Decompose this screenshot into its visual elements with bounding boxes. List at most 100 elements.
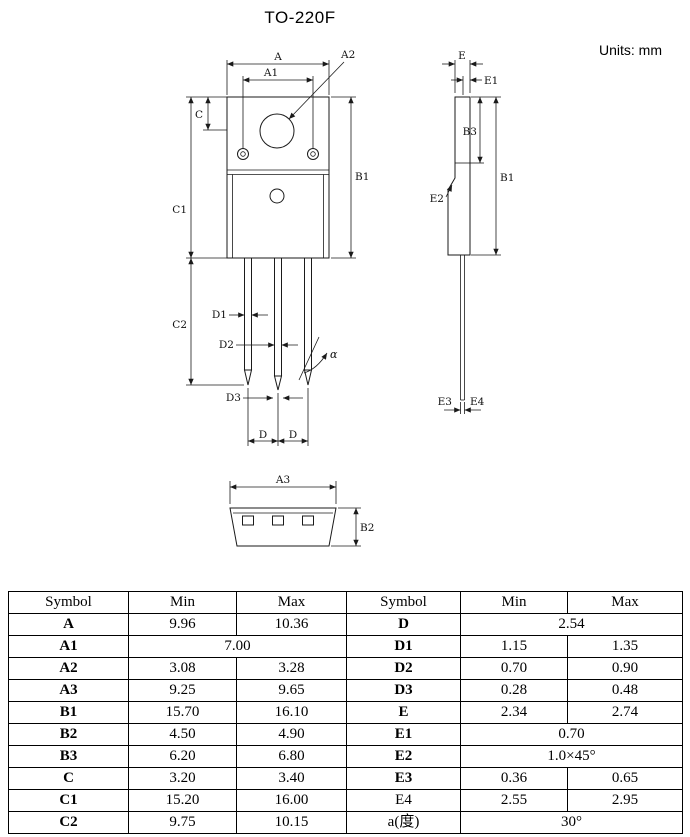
max-cell: 16.10 xyxy=(236,701,347,724)
dimensions-table: Symbol Min Max Symbol Min Max A 9.96 10.… xyxy=(8,591,683,834)
span-cell: 30° xyxy=(460,811,683,834)
min-cell: 3.20 xyxy=(128,767,237,790)
dim-label-c2: C2 xyxy=(172,319,187,331)
symbol-cell: A1 xyxy=(8,635,129,658)
min-cell: 6.20 xyxy=(128,745,237,768)
symbol-cell: A2 xyxy=(8,657,129,680)
symbol-cell: E2 xyxy=(346,745,461,768)
dim-label-d-right: D xyxy=(289,429,297,441)
header-symbol-right: Symbol xyxy=(346,591,461,614)
mounting-hole xyxy=(259,113,295,149)
header-min-right: Min xyxy=(460,591,568,614)
dim-label-e2: E2 xyxy=(430,193,444,205)
table-row: C1 15.20 16.00 E4 2.55 2.95 xyxy=(8,789,683,812)
front-view: A A1 A2 C C1 C2 B1 D1 D2 xyxy=(172,49,369,446)
symbol-cell: B3 xyxy=(8,745,129,768)
max-cell: 0.90 xyxy=(567,657,683,680)
dim-label-d1: D1 xyxy=(212,309,227,321)
lead-section xyxy=(242,515,254,526)
max-cell: 4.90 xyxy=(236,723,347,746)
max-cell: 6.80 xyxy=(236,745,347,768)
max-cell: 9.65 xyxy=(236,679,347,702)
symbol-cell: B1 xyxy=(8,701,129,724)
min-cell: 15.70 xyxy=(128,701,237,724)
symbol-cell: D1 xyxy=(346,635,461,658)
lead-section xyxy=(272,515,284,526)
header-max-right: Max xyxy=(567,591,683,614)
min-cell: 9.75 xyxy=(128,811,237,834)
min-cell: 2.55 xyxy=(460,789,568,812)
dim-label-d3: D3 xyxy=(226,392,241,404)
dim-label-alpha: α xyxy=(330,348,338,361)
max-cell: 10.15 xyxy=(236,811,347,834)
max-cell: 3.28 xyxy=(236,657,347,680)
dim-label-c: C xyxy=(195,109,203,121)
min-cell: 0.28 xyxy=(460,679,568,702)
max-cell: 2.95 xyxy=(567,789,683,812)
dim-label-b3: B3 xyxy=(463,126,477,138)
dim-label-b1-side: B1 xyxy=(500,172,514,184)
max-cell: 16.00 xyxy=(236,789,347,812)
dimensions-table-wrap: Symbol Min Max Symbol Min Max A 9.96 10.… xyxy=(8,591,683,834)
dim-label-e4: E4 xyxy=(470,396,485,408)
min-cell: 3.08 xyxy=(128,657,237,680)
screw-hole-left xyxy=(237,148,249,160)
symbol-cell: D3 xyxy=(346,679,461,702)
min-cell: 0.70 xyxy=(460,657,568,680)
dim-label-e1: E1 xyxy=(484,75,498,87)
symbol-cell: A3 xyxy=(8,679,129,702)
dim-label-a2: A2 xyxy=(340,49,355,61)
table-header-row: Symbol Min Max Symbol Min Max xyxy=(8,591,683,614)
side-view: E E1 B3 B1 E2 E3 E4 xyxy=(430,50,514,414)
dim-label-e: E xyxy=(458,50,466,62)
symbol-cell: E4 xyxy=(346,789,461,812)
dim-label-d2: D2 xyxy=(219,339,234,351)
max-cell: 0.65 xyxy=(567,767,683,790)
lead-section xyxy=(302,515,314,526)
max-cell: 0.48 xyxy=(567,679,683,702)
span-cell: 2.54 xyxy=(460,613,683,636)
units-label: Units: mm xyxy=(599,42,662,58)
symbol-cell: C xyxy=(8,767,129,790)
min-cell: 2.34 xyxy=(460,701,568,724)
dim-label-b2: B2 xyxy=(360,522,374,534)
span-cell: 1.0×45° xyxy=(460,745,683,768)
table-row: A1 7.00 D1 1.15 1.35 xyxy=(8,635,683,658)
header-symbol-left: Symbol xyxy=(8,591,129,614)
max-cell: 1.35 xyxy=(567,635,683,658)
symbol-cell: E3 xyxy=(346,767,461,790)
span-cell: 0.70 xyxy=(460,723,683,746)
symbol-cell: D2 xyxy=(346,657,461,680)
min-cell: 9.25 xyxy=(128,679,237,702)
table-row: C2 9.75 10.15 a(度) 30° xyxy=(8,811,683,834)
symbol-cell: a(度) xyxy=(346,811,461,834)
dim-label-c1: C1 xyxy=(172,204,187,216)
dim-label-b1-front: B1 xyxy=(355,171,369,183)
dim-label-a3: A3 xyxy=(275,474,290,486)
table-row: B3 6.20 6.80 E2 1.0×45° xyxy=(8,745,683,768)
screw-hole-right xyxy=(307,148,319,160)
min-cell: 15.20 xyxy=(128,789,237,812)
bottom-view: A3 B2 xyxy=(229,474,374,547)
symbol-cell: E1 xyxy=(346,723,461,746)
max-cell: 2.74 xyxy=(567,701,683,724)
dim-label-d-left: D xyxy=(259,429,267,441)
package-outline-drawing: A A1 A2 C C1 C2 B1 D1 D2 xyxy=(172,49,514,547)
min-cell: 4.50 xyxy=(128,723,237,746)
table-row: B1 15.70 16.10 E 2.34 2.74 xyxy=(8,701,683,724)
max-cell: 3.40 xyxy=(236,767,347,790)
page-title: TO-220F xyxy=(264,8,336,27)
body-dimple xyxy=(269,188,285,204)
min-cell: 1.15 xyxy=(460,635,568,658)
dim-label-a1: A1 xyxy=(263,67,278,79)
symbol-cell: B2 xyxy=(8,723,129,746)
span-cell: 7.00 xyxy=(128,635,347,658)
table-row: A3 9.25 9.65 D3 0.28 0.48 xyxy=(8,679,683,702)
symbol-cell: C2 xyxy=(8,811,129,834)
dim-label-a: A xyxy=(273,51,282,63)
table-row: A 9.96 10.36 D 2.54 xyxy=(8,613,683,636)
table-row: A2 3.08 3.28 D2 0.70 0.90 xyxy=(8,657,683,680)
table-row: B2 4.50 4.90 E1 0.70 xyxy=(8,723,683,746)
symbol-cell: D xyxy=(346,613,461,636)
dim-label-e3: E3 xyxy=(438,396,452,408)
